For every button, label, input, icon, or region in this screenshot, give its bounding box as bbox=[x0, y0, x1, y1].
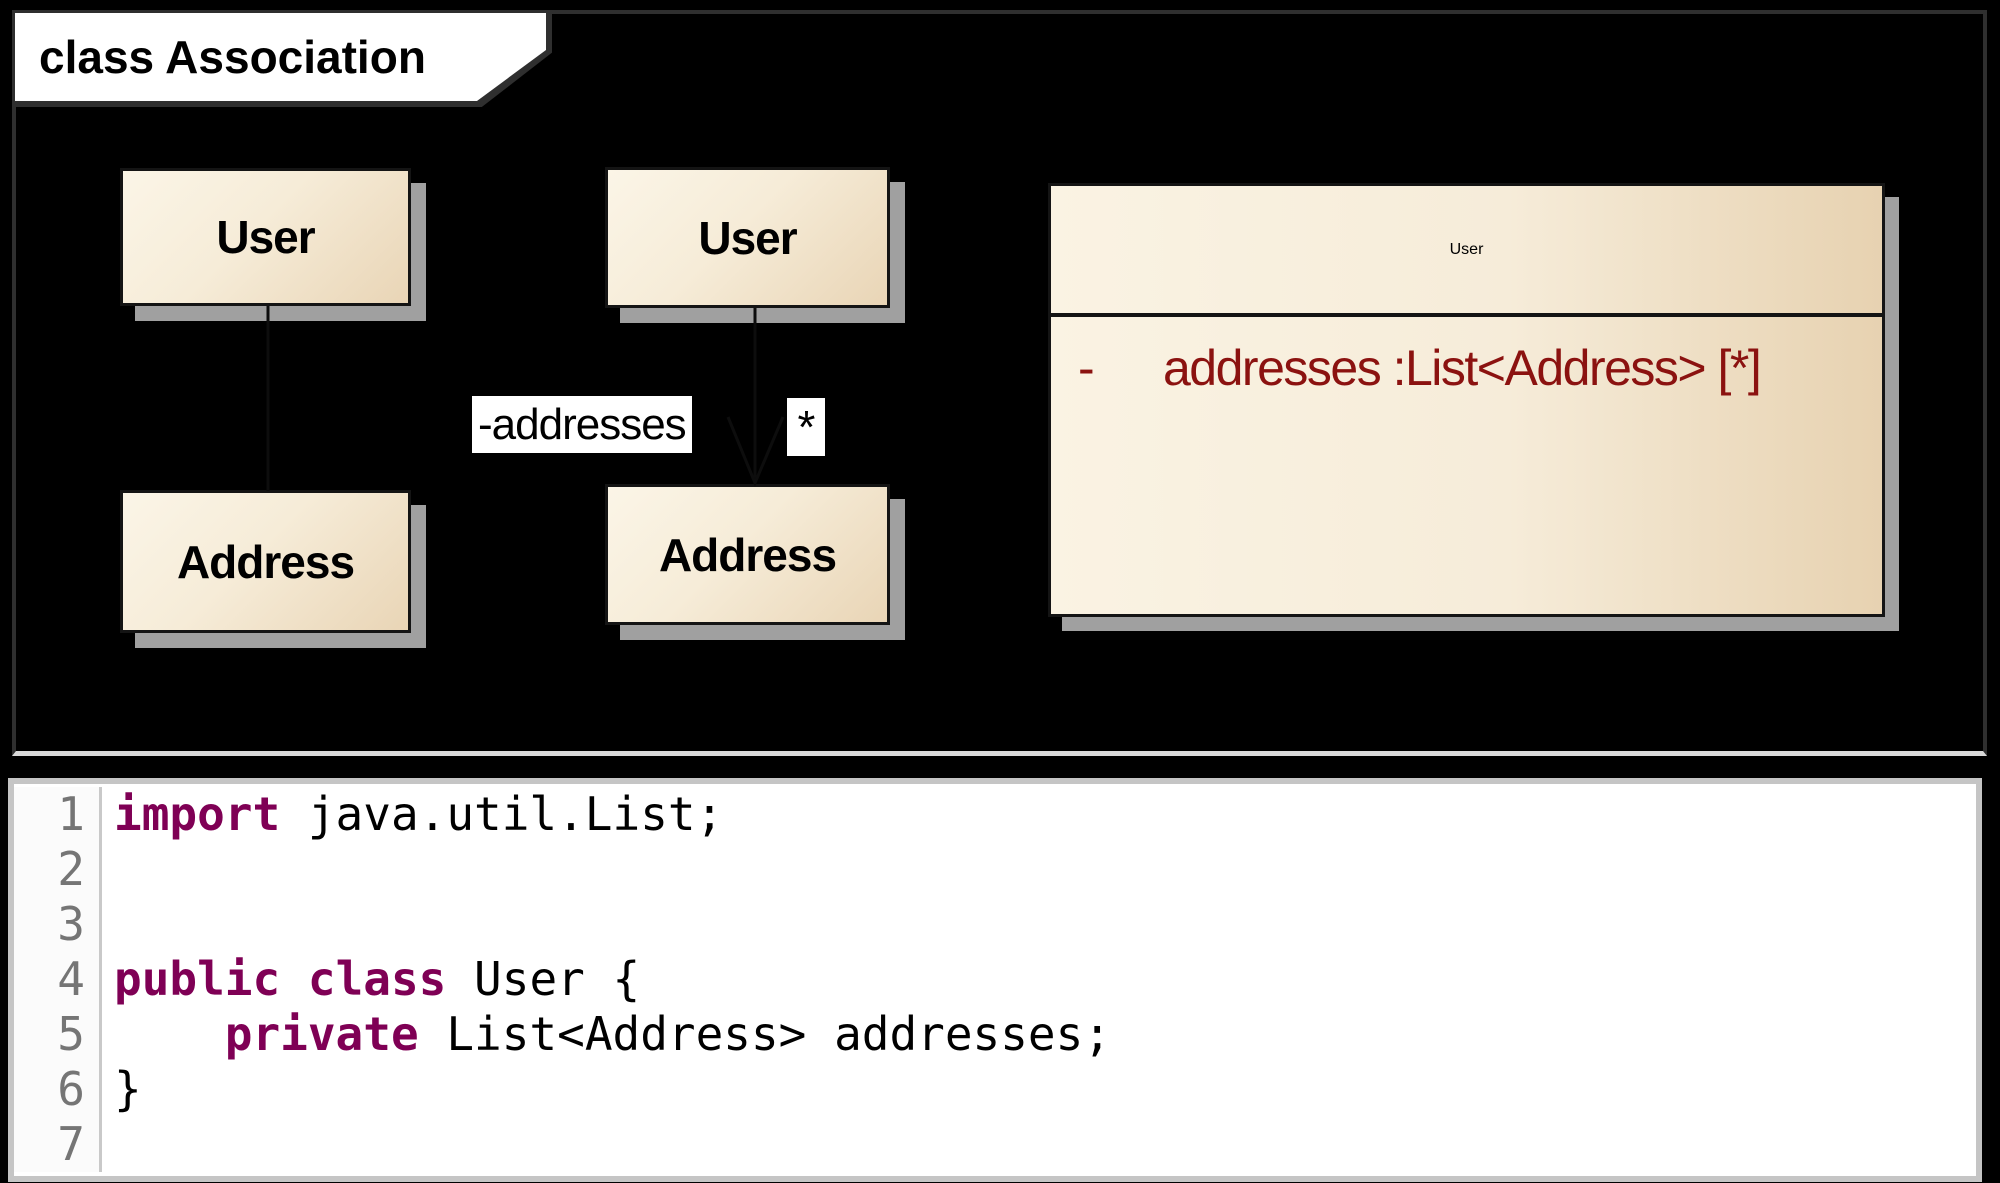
visibility-marker: - bbox=[1078, 340, 1095, 396]
attribute-row: - addresses :List<Address> [*] bbox=[1051, 343, 1882, 393]
role-label: -addresses bbox=[472, 396, 692, 453]
class-title: User bbox=[1449, 240, 1484, 258]
line-number: 6 bbox=[14, 1062, 102, 1117]
code-line: 2 bbox=[14, 842, 1976, 897]
class-title: Address bbox=[658, 528, 837, 581]
class-box-user-navigable[interactable]: User bbox=[605, 167, 890, 308]
line-number: 1 bbox=[14, 787, 102, 842]
code-text: import java.util.List; bbox=[114, 787, 724, 841]
class-title: Address bbox=[176, 535, 355, 588]
attribute-text: addresses :List<Address> [*] bbox=[1163, 340, 1762, 396]
line-number: 3 bbox=[14, 897, 102, 952]
code-text: private List<Address> addresses; bbox=[224, 1007, 1112, 1061]
code-line: 7 bbox=[14, 1117, 1976, 1172]
code-text: } bbox=[114, 1062, 142, 1116]
code-line: 5 private List<Address> addresses; bbox=[14, 1007, 1976, 1062]
frame-label-tab: class Association bbox=[12, 10, 552, 107]
line-number: 5 bbox=[14, 1007, 102, 1062]
uml-diagram-frame bbox=[12, 10, 1987, 756]
line-number: 7 bbox=[14, 1117, 102, 1172]
line-number: 4 bbox=[14, 952, 102, 1007]
class-title: User bbox=[216, 211, 315, 263]
code-line: 3 bbox=[14, 897, 1976, 952]
code-line: 6} bbox=[14, 1062, 1976, 1117]
line-number: 2 bbox=[14, 842, 102, 897]
code-text: public class User { bbox=[114, 952, 641, 1006]
attributes-compartment: - addresses :List<Address> [*] bbox=[1051, 317, 1882, 393]
frame-label-tab-face: class Association bbox=[15, 13, 546, 101]
class-box-address-navigable[interactable]: Address bbox=[605, 484, 890, 625]
class-header: User bbox=[1051, 186, 1882, 317]
multiplicity-label: * bbox=[787, 398, 825, 456]
class-box-user-detailed[interactable]: User - addresses :List<Address> [*] bbox=[1048, 183, 1885, 617]
class-title: User bbox=[698, 211, 797, 264]
class-box-user-plain[interactable]: User bbox=[120, 168, 411, 306]
class-box-address-plain[interactable]: Address bbox=[120, 490, 411, 633]
frame-label: class Association bbox=[39, 31, 426, 83]
